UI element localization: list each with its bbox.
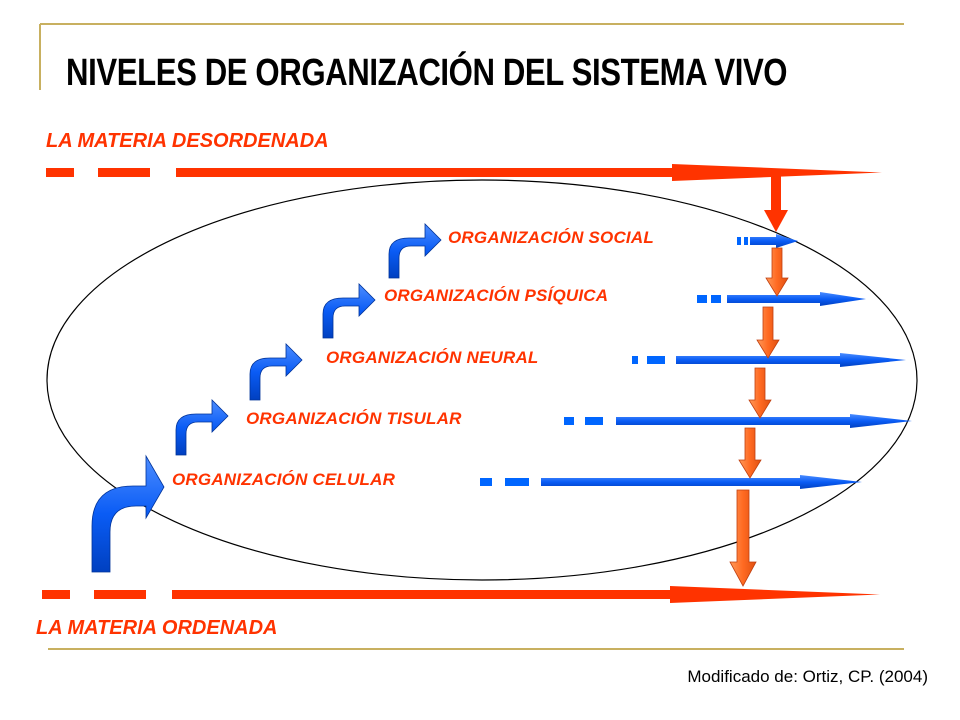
slide-title: NIVELES DE ORGANIZACIÓN DEL SISTEMA VIVO [66,52,788,94]
arrow-dash [172,590,674,599]
level-label-celular: ORGANIZACIÓN CELULAR [172,470,396,489]
source-credit: Modificado de: Ortiz, CP. (2004) [687,667,928,686]
orange-down-arrow [729,489,757,587]
level-arrow-celular [480,475,862,489]
arrow-head [672,164,882,181]
level-label-tisular: ORGANIZACIÓN TISULAR [246,409,462,428]
step-arrow-large [91,454,165,573]
top-label: LA MATERIA DESORDENADA [46,130,329,152]
ordered-matter-arrow [42,586,880,603]
arrow-head [670,586,880,603]
step-arrow [175,399,229,456]
bottom-label: LA MATERIA ORDENADA [36,617,278,639]
orange-down-arrow [748,367,772,419]
frame-rules [39,23,904,650]
level-label-social: ORGANIZACIÓN SOCIAL [448,228,654,247]
disordered-matter-arrow [46,164,882,181]
step-arrow [388,223,442,279]
level-arrow-neural [632,353,906,367]
step-arrow [249,343,303,401]
arrow-dash [176,168,676,177]
living-system-ellipse [46,179,918,581]
level-label-psiquica: ORGANIZACIÓN PSÍQUICA [384,286,609,305]
arrow-dash [98,168,150,177]
level-arrow-tisular [564,414,912,428]
red-drop-arrow [764,174,788,232]
orange-down-arrow [765,247,789,297]
arrow-dash [46,168,74,177]
arrow-dash [42,590,70,599]
orange-down-arrow [756,306,780,359]
level-arrow-social [737,234,798,248]
step-arrow [322,283,376,339]
level-label-neural: ORGANIZACIÓN NEURAL [326,348,539,367]
arrow-dash [94,590,146,599]
level-arrow-psiquica [697,292,866,306]
orange-down-arrow [738,427,762,479]
